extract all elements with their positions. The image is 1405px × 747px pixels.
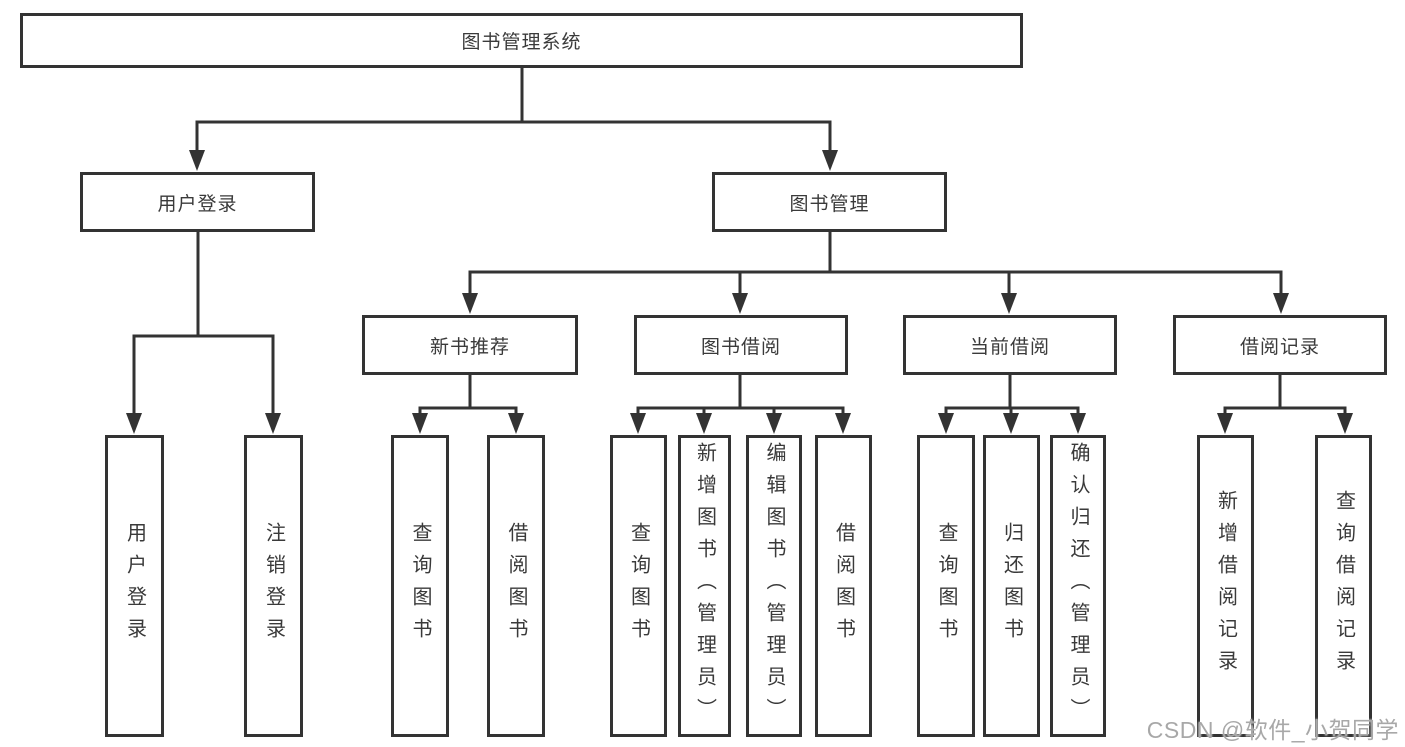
edge-bookmgmt-rake xyxy=(468,270,1283,294)
edge-records-rake xyxy=(1223,406,1347,415)
arrow-down-icon xyxy=(696,413,712,434)
arrow-down-icon xyxy=(766,413,782,434)
leaf-query-borrow-record: 查询借阅记录 xyxy=(1315,435,1372,737)
leaf-label: 查询图书 xyxy=(627,522,650,650)
node-user-login: 用户登录 xyxy=(80,172,315,232)
node-new-book-recommend: 新书推荐 xyxy=(362,315,578,375)
leaf-query-books-current: 查询图书 xyxy=(917,435,975,737)
leaf-borrow-books-recommend: 借阅图书 xyxy=(487,435,545,737)
leaf-label: 归还图书 xyxy=(1000,522,1023,650)
leaf-label: 借阅图书 xyxy=(832,522,855,650)
arrow-down-icon xyxy=(1001,293,1017,314)
node-current-borrow: 当前借阅 xyxy=(903,315,1117,375)
leaf-confirm-return-admin: 确认归还（管理员） xyxy=(1050,435,1106,737)
arrow-down-icon xyxy=(822,150,838,171)
arrow-down-icon xyxy=(189,150,205,171)
arrow-down-icon xyxy=(835,413,851,434)
leaf-label: 借阅图书 xyxy=(505,522,527,650)
arrow-down-icon xyxy=(462,293,478,314)
leaf-label: 查询图书 xyxy=(409,522,431,650)
leaf-label: 新增借阅记录 xyxy=(1214,490,1237,682)
arrow-down-icon xyxy=(508,413,524,434)
leaf-query-books-borrow: 查询图书 xyxy=(610,435,667,737)
leaf-borrow-books: 借阅图书 xyxy=(815,435,872,737)
leaf-user-login: 用户登录 xyxy=(105,435,164,737)
node-borrow-records: 借阅记录 xyxy=(1173,315,1387,375)
arrow-down-icon xyxy=(732,293,748,314)
leaf-query-books-recommend: 查询图书 xyxy=(391,435,449,737)
node-library-system: 图书管理系统 xyxy=(20,13,1023,68)
leaf-label: 查询借阅记录 xyxy=(1332,490,1355,682)
leaf-label: 查询图书 xyxy=(935,522,957,650)
edge-newbook-rake xyxy=(418,406,518,415)
leaf-label: 确认归还（管理员） xyxy=(1067,442,1089,730)
leaf-logout: 注销登录 xyxy=(244,435,303,737)
edge-userlogin-rake xyxy=(132,334,275,415)
edge-borrow-rake xyxy=(636,406,845,415)
leaf-label: 用户登录 xyxy=(123,522,146,650)
leaf-return-books: 归还图书 xyxy=(983,435,1040,737)
arrow-down-icon xyxy=(126,413,142,434)
node-book-borrow: 图书借阅 xyxy=(634,315,848,375)
leaf-label: 新增图书（管理员） xyxy=(693,442,716,730)
node-book-management: 图书管理 xyxy=(712,172,947,232)
arrow-down-icon xyxy=(1003,413,1019,434)
leaf-edit-book-admin: 编辑图书（管理员） xyxy=(746,435,802,737)
arrow-down-icon xyxy=(1273,293,1289,314)
leaf-add-book-admin: 新增图书（管理员） xyxy=(678,435,731,737)
arrow-down-icon xyxy=(265,413,281,434)
arrow-down-icon xyxy=(1217,413,1233,434)
arrow-down-icon xyxy=(938,413,954,434)
arrow-down-icon xyxy=(412,413,428,434)
leaf-label: 注销登录 xyxy=(262,522,285,650)
arrow-down-icon xyxy=(1337,413,1353,434)
leaf-add-borrow-record: 新增借阅记录 xyxy=(1197,435,1254,737)
arrow-down-icon xyxy=(630,413,646,434)
arrowheads xyxy=(126,150,1353,434)
csdn-watermark: CSDN @软件_小贺同学 xyxy=(1146,717,1399,743)
arrow-down-icon xyxy=(1070,413,1086,434)
leaf-label: 编辑图书（管理员） xyxy=(763,442,785,730)
edge-root-rake xyxy=(195,120,832,151)
